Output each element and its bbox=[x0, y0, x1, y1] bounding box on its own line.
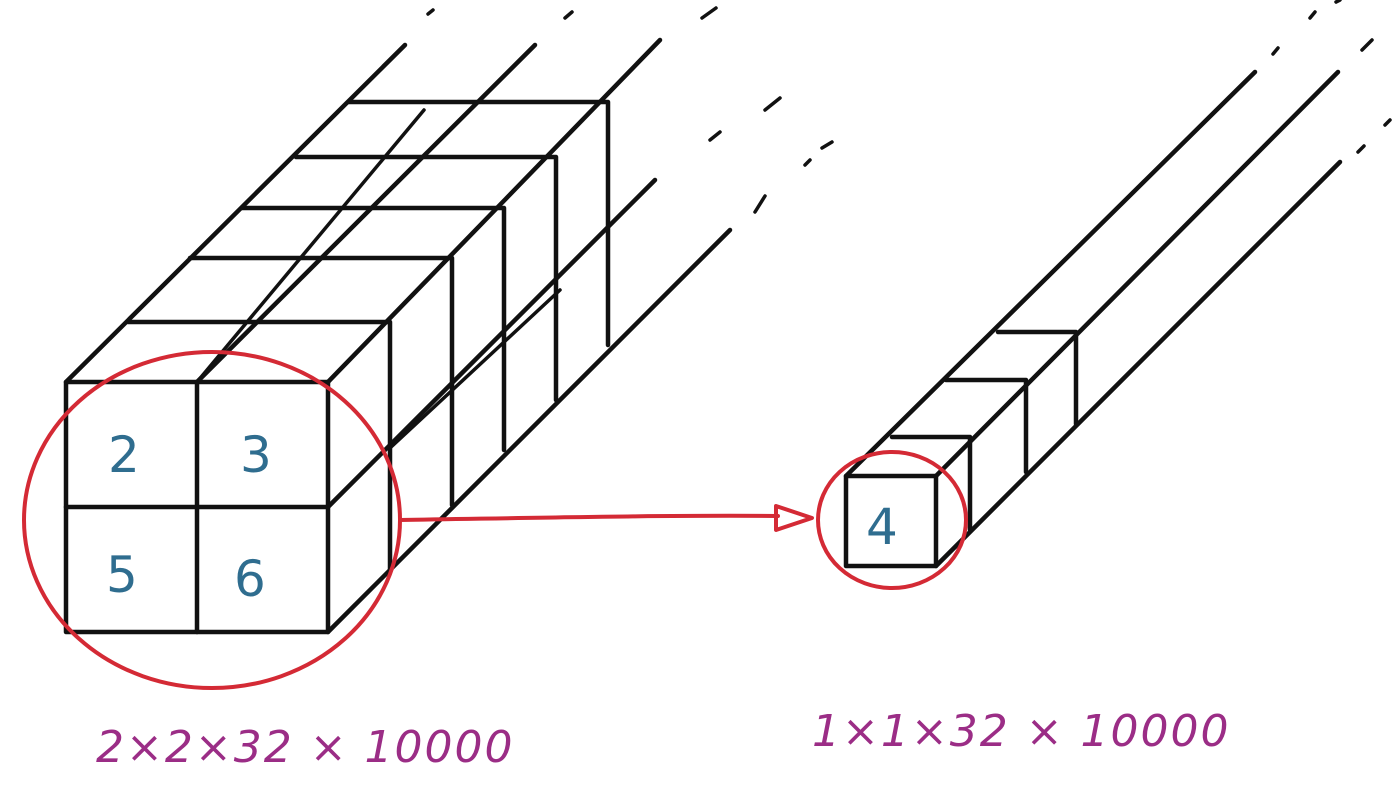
cell-label-3: 3 bbox=[240, 426, 272, 484]
right-highlight-circle bbox=[816, 450, 968, 590]
right-front-face bbox=[843, 473, 939, 569]
left-dimension-label: 2×2×32 × 10000 bbox=[96, 722, 515, 773]
right-dimension-label: 1×1×32 × 10000 bbox=[812, 706, 1231, 757]
arrow-head bbox=[774, 504, 814, 532]
cell-label-2: 2 bbox=[108, 426, 140, 484]
cell-label-5: 5 bbox=[106, 546, 138, 604]
left-tensor: 2 3 5 6 bbox=[22, 6, 834, 690]
pooling-arrow bbox=[398, 504, 814, 532]
cell-label-6: 6 bbox=[234, 550, 266, 608]
cell-label-4: 4 bbox=[866, 498, 898, 556]
left-top-slices bbox=[125, 99, 611, 575]
left-continuation-dashes bbox=[426, 6, 834, 214]
left-highlight-circle bbox=[22, 350, 402, 690]
right-tensor: 4 bbox=[816, 0, 1392, 590]
